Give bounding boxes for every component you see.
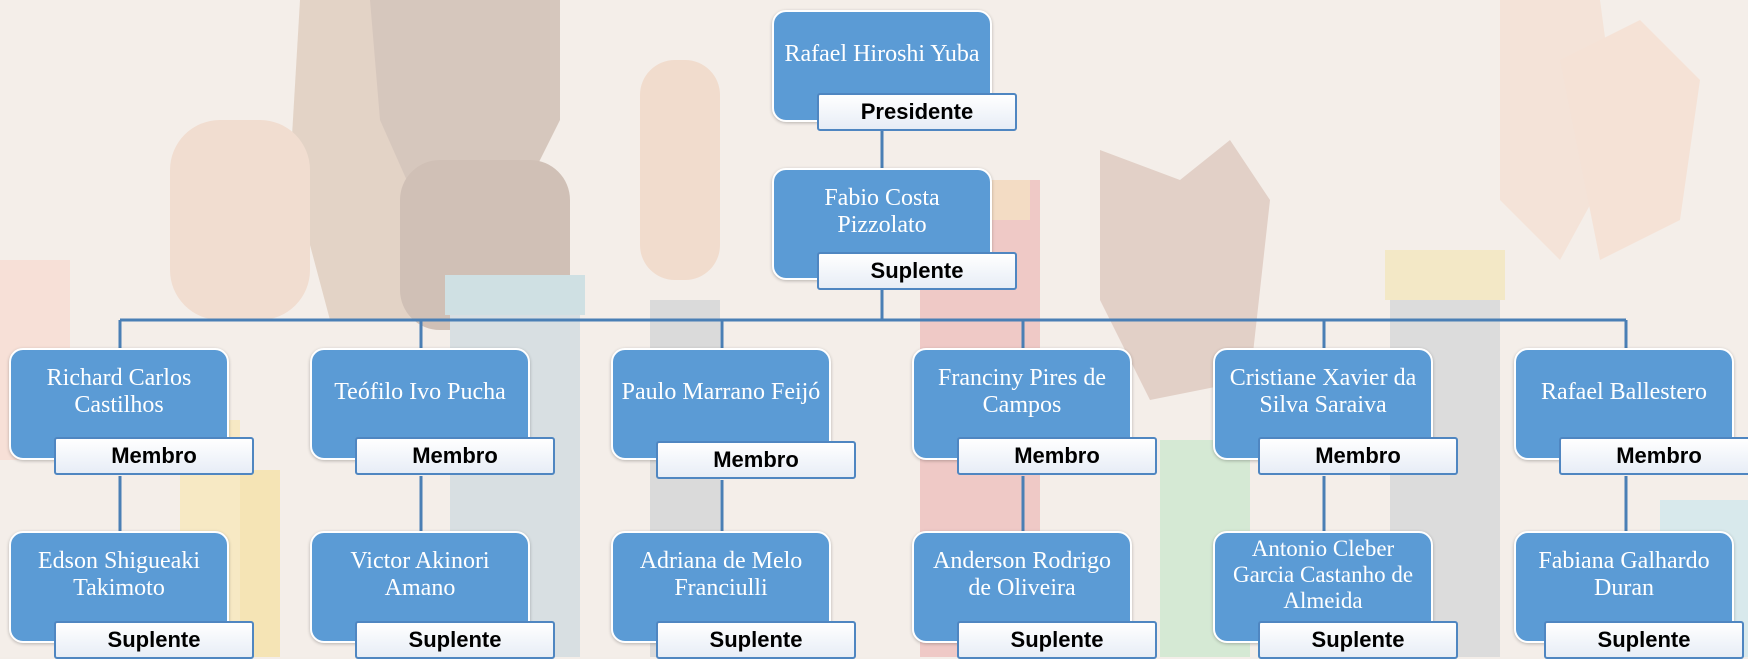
substitute-name: Edson Shigueaki Takimoto (38, 548, 200, 601)
substitute-name: Adriana de Melo Franciulli (639, 548, 803, 601)
substitute-role-label: Suplente (355, 621, 555, 659)
substitute-name: Anderson Rodrigo de Oliveira (933, 548, 1111, 601)
member-name: Franciny Pires de Campos (938, 365, 1106, 418)
member-role-label: Membro (1258, 437, 1458, 475)
connector-lines (118, 130, 1628, 534)
vice-role-label: Suplente (817, 252, 1017, 290)
member-name: Rafael Ballestero (1541, 378, 1707, 405)
substitute-role-label: Suplente (957, 621, 1157, 659)
president-name: Rafael Hiroshi Yuba (784, 40, 980, 67)
substitute-name: Antonio Cleber Garcia Castanho de Almeid… (1232, 536, 1414, 613)
member-role-label: Membro (355, 437, 555, 475)
member-name: Teófilo Ivo Pucha (334, 378, 506, 405)
substitute-role-label: Suplente (1544, 621, 1744, 659)
substitute-name: Victor Akinori Amano (350, 548, 490, 601)
member-name: Richard Carlos Castilhos (46, 365, 192, 418)
member-name: Cristiane Xavier da Silva Saraiva (1229, 365, 1417, 418)
member-name: Paulo Marrano Feijó (621, 378, 821, 405)
member-node: Franciny Pires de Campos (912, 348, 1132, 460)
substitute-role-label: Suplente (656, 621, 856, 659)
member-role-label: Membro (54, 437, 254, 475)
substitute-name: Fabiana Galhardo Duran (1538, 548, 1710, 601)
president-role-label: Presidente (817, 93, 1017, 131)
member-role-label: Membro (1559, 437, 1748, 475)
substitute-role-label: Suplente (54, 621, 254, 659)
member-role-label: Membro (656, 441, 856, 479)
vice-name: Fabio Costa Pizzolato (824, 185, 940, 238)
substitute-role-label: Suplente (1258, 621, 1458, 659)
member-role-label: Membro (957, 437, 1157, 475)
